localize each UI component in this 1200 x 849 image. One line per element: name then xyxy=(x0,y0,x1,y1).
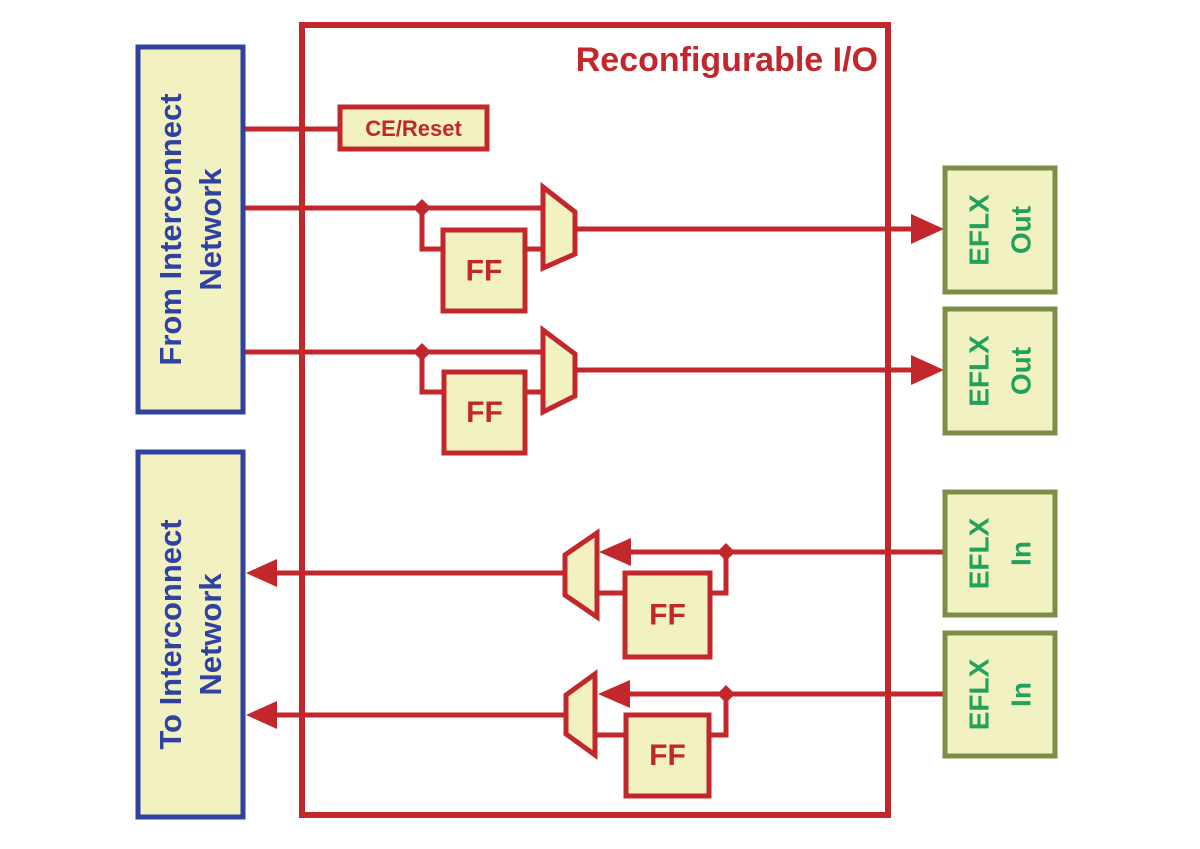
eflx-out-box-2: EFLX Out xyxy=(942,306,1058,436)
junction-dot xyxy=(717,543,735,561)
mux-2 xyxy=(540,325,578,417)
ff-rect xyxy=(622,570,713,660)
junction-dot xyxy=(717,685,735,703)
diagram-title: Reconfigurable I/O xyxy=(576,41,878,79)
eflx-in-box-2: EFLX In xyxy=(942,630,1058,759)
eflx-out-rect xyxy=(942,306,1058,436)
junction-dot xyxy=(413,343,431,361)
ff-label: FF xyxy=(649,599,686,632)
eflx-line2: In xyxy=(1006,682,1037,707)
mux-1 xyxy=(540,181,578,272)
eflx-out-rect xyxy=(942,165,1058,295)
ce-reset-label: CE/Reset xyxy=(365,116,462,141)
to-interconnect-box: To Interconnect Network xyxy=(135,449,246,820)
eflx-in-label: EFLX In xyxy=(964,517,1037,589)
eflx-in-rect xyxy=(942,489,1058,618)
arrowhead-right xyxy=(911,355,944,385)
arrowhead-left xyxy=(599,538,631,566)
junction-dot xyxy=(413,199,431,217)
mux-4 xyxy=(563,669,598,760)
mux-3 xyxy=(562,528,600,622)
from-interconnect-box: From Interconnect Network xyxy=(135,44,246,415)
eflx-in-box-1: EFLX In xyxy=(942,489,1058,618)
eflx-in-rect xyxy=(942,630,1058,759)
eflx-line2: In xyxy=(1006,541,1037,566)
eflx-out-label: EFLX Out xyxy=(964,335,1037,407)
from-interconnect-line2: Network xyxy=(193,168,228,291)
to-interconnect-line2: Network xyxy=(193,573,228,696)
arrowhead-left xyxy=(598,680,630,708)
eflx-line1: EFLX xyxy=(964,517,995,589)
to-interconnect-label: To Interconnect Network xyxy=(153,519,228,749)
eflx-line1: EFLX xyxy=(964,658,995,730)
ff-label: FF xyxy=(466,396,503,429)
from-interconnect-rect xyxy=(135,44,246,415)
ff-box-3: FF xyxy=(622,570,713,660)
ff-rect xyxy=(623,712,712,799)
ff-rect xyxy=(441,369,528,456)
reconfigurable-io-box xyxy=(299,22,891,818)
ff-box-2: FF xyxy=(441,369,528,456)
ff-box-1: FF xyxy=(440,227,528,314)
ff-label: FF xyxy=(466,255,503,288)
arrowhead-left xyxy=(246,701,277,729)
ff-box-4: FF xyxy=(623,712,712,799)
ce-reset-rect xyxy=(337,104,490,152)
to-interconnect-line1: To Interconnect xyxy=(153,519,188,749)
eflx-out-label: EFLX Out xyxy=(964,194,1037,266)
eflx-line2: Out xyxy=(1006,206,1037,254)
ce-reset-box: CE/Reset xyxy=(337,104,490,152)
to-interconnect-rect xyxy=(135,449,246,820)
eflx-line1: EFLX xyxy=(964,194,995,266)
ff-rect xyxy=(440,227,528,314)
wires xyxy=(240,126,948,738)
from-interconnect-line1: From Interconnect xyxy=(153,93,188,365)
eflx-line1: EFLX xyxy=(964,335,995,407)
eflx-out-box-1: EFLX Out xyxy=(942,165,1058,295)
arrowhead-right xyxy=(911,214,944,244)
arrowhead-left xyxy=(246,559,277,587)
ff-label: FF xyxy=(649,739,686,772)
eflx-line2: Out xyxy=(1006,347,1037,395)
eflx-in-label: EFLX In xyxy=(964,658,1037,730)
from-interconnect-label: From Interconnect Network xyxy=(153,93,228,365)
